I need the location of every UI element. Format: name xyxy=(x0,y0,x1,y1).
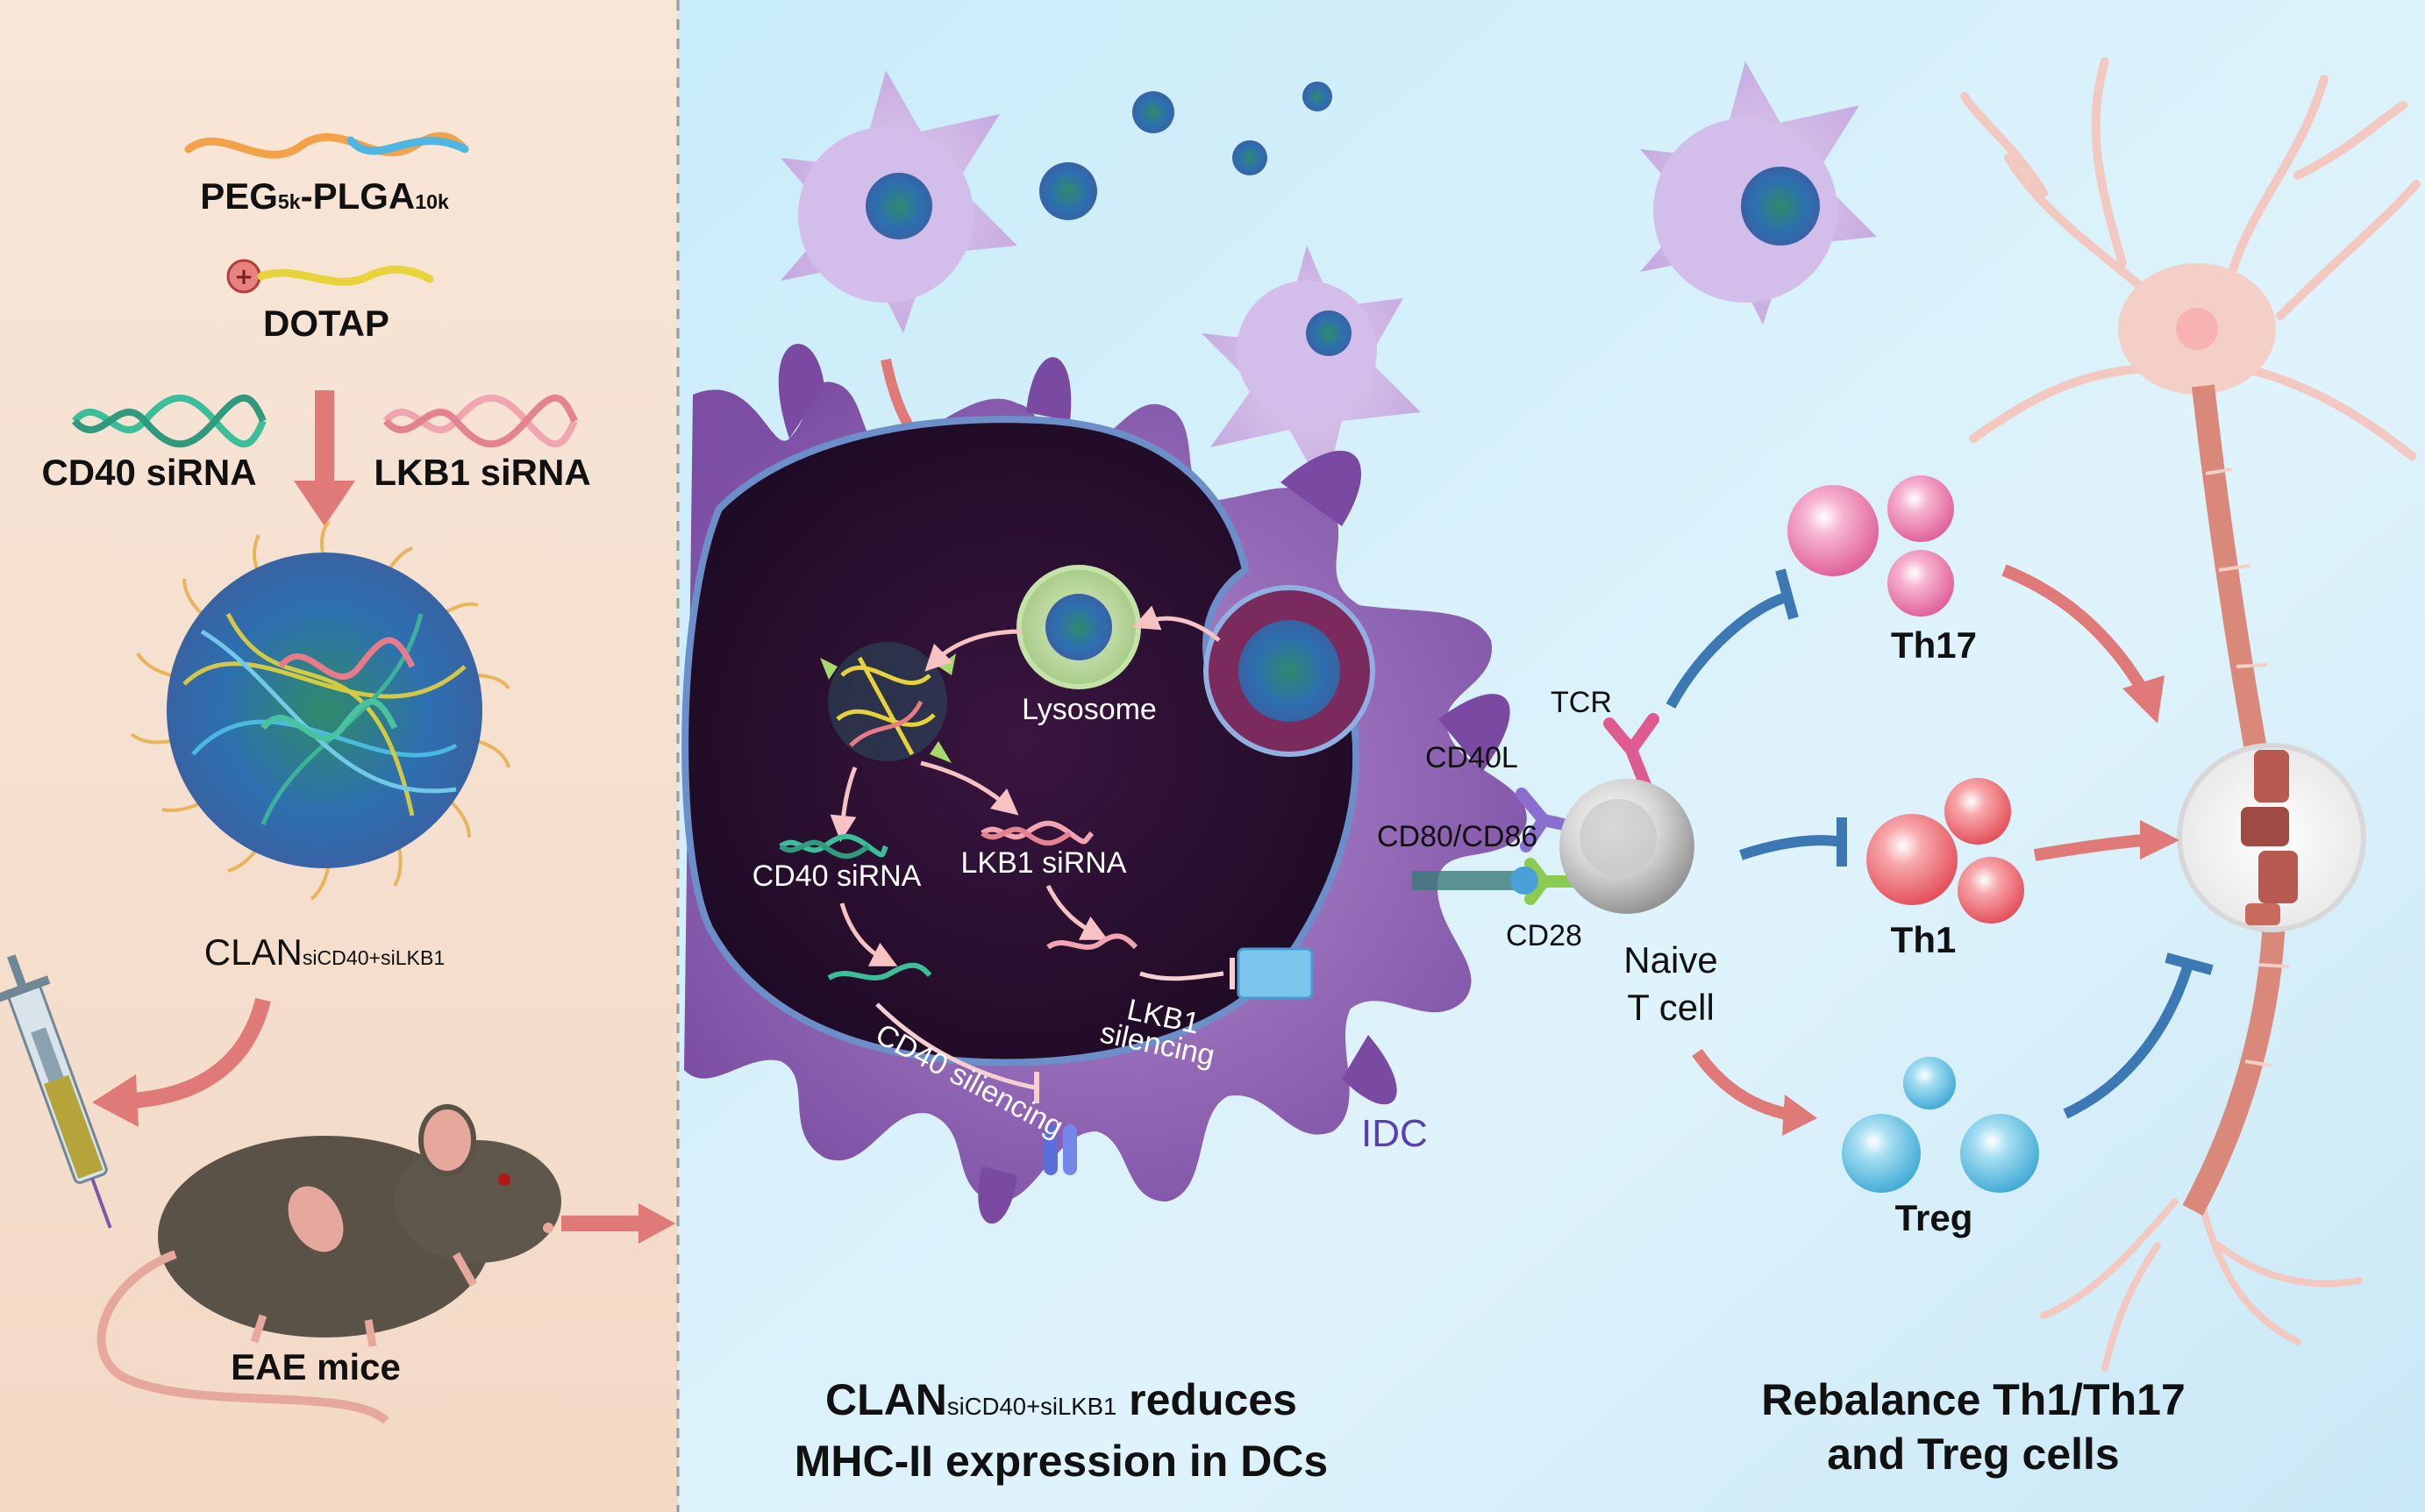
caption-reduces-text: reduces xyxy=(1116,1375,1297,1424)
th1-to-neuron-arrow xyxy=(2033,834,2145,861)
caption-clan-subscript: siCD40+siLKB1 xyxy=(946,1393,1117,1420)
cd40-sirna-to-target-arrow xyxy=(839,902,898,966)
damaged-myelin-icon xyxy=(2241,750,2298,925)
svg-text:+: + xyxy=(234,264,253,290)
lkb1-sirna-to-target-arrow xyxy=(1045,884,1109,940)
small-dc-cell-3 xyxy=(1640,61,1877,325)
dotap-tail xyxy=(257,265,434,286)
peg-text: PEG xyxy=(200,175,278,217)
cd80-cd86-label: CD80/CD86 xyxy=(1377,820,1538,853)
peg-subscript: 5k xyxy=(277,190,301,213)
endosome-to-lysosome-arrow xyxy=(1132,605,1221,642)
lkb1-target-protein-icon xyxy=(1237,947,1314,1000)
right-caption: Rebalance Th1/Th17 and Treg cells xyxy=(1761,1373,2186,1481)
injection-arrow xyxy=(131,997,271,1109)
naive-t-cell-label: Naive T cell xyxy=(1623,937,1717,1031)
th17-cells xyxy=(1787,475,1954,617)
plga-subscript: 10k xyxy=(415,190,449,213)
th1-label: Th1 xyxy=(1890,919,1957,960)
cd40l-label: CD40L xyxy=(1425,741,1518,774)
clan-label: CLANsiCD40+siLKB1 xyxy=(204,931,445,974)
treg-cells xyxy=(1842,1057,2039,1193)
right-caption-line2: and Treg cells xyxy=(1827,1430,2120,1479)
caption-clan-text: CLAN xyxy=(825,1375,947,1424)
cd40-inhibition-line xyxy=(875,1002,1036,1090)
peg-plga-label: PEG5k-PLGA10k xyxy=(200,175,449,218)
middle-caption: CLANsiCD40+siLKB1 reduces MHC-II express… xyxy=(795,1373,1328,1488)
free-nanoparticles xyxy=(1039,82,1332,220)
naive-t-line1: Naive xyxy=(1623,939,1718,981)
neuron-icon xyxy=(1960,57,2421,1372)
clan-text: CLAN xyxy=(203,931,303,973)
t-to-th1-inhibition xyxy=(1739,835,1843,860)
naive-t-line2: T cell xyxy=(1627,987,1715,1028)
lkb1-inhibition-line xyxy=(1139,971,1224,981)
lkb1-sirna-single-strand xyxy=(1046,933,1138,950)
lysosome-to-release-arrow xyxy=(924,629,1023,672)
middle-caption-line1: CLANsiCD40+siLKB1 reduces xyxy=(795,1373,1328,1434)
cd80-cd86-ligand-icon xyxy=(1510,867,1538,895)
cd40-sirna-helix-icon xyxy=(71,394,267,448)
lkb1-sirna-helix-icon xyxy=(382,394,578,448)
treg-to-neuron-inhibition xyxy=(2063,963,2193,1119)
release-to-lkb1-arrow xyxy=(920,760,1019,816)
small-dc-cell-1 xyxy=(781,70,1017,333)
cd40-sirna-label: CD40 siRNA xyxy=(41,452,257,493)
treg-label: Treg xyxy=(1894,1197,1973,1238)
th1-cells xyxy=(1866,778,2024,924)
lysosome-label: Lysosome xyxy=(1022,693,1157,726)
tcr-label: TCR xyxy=(1551,686,1612,719)
cd28-label: CD28 xyxy=(1506,919,1582,952)
eae-mouse-icon xyxy=(96,1104,561,1424)
cd40-sirna-intracellular-label: CD40 siRNA xyxy=(752,859,922,893)
clan-nanoparticle-icon xyxy=(130,520,510,901)
lkb1-sirna-label: LKB1 siRNA xyxy=(374,452,591,493)
clan-subscript: siCD40+siLKB1 xyxy=(302,946,446,969)
lkb1-sirna-intracellular-label: LKB1 siRNA xyxy=(960,846,1127,880)
th17-label: Th17 xyxy=(1890,624,1978,666)
t-to-th17-inhibition xyxy=(1665,591,1791,709)
peg-plga-polymer xyxy=(184,132,469,159)
small-dc-cell-2 xyxy=(1202,246,1421,491)
nucleus xyxy=(681,416,1360,1066)
plga-text: -PLGA xyxy=(300,175,416,217)
mhc-ii-receptor-icon xyxy=(1044,1124,1077,1175)
eae-mice-label: EAE mice xyxy=(231,1346,401,1387)
cd40-sirna-single-strand xyxy=(827,962,932,981)
right-caption-line1: Rebalance Th1/Th17 xyxy=(1761,1375,2186,1424)
t-to-treg-arrow xyxy=(1692,1048,1795,1122)
th17-to-neuron-arrow xyxy=(2001,564,2150,696)
idc-label: IDC xyxy=(1361,1112,1428,1155)
dotap-label: DOTAP xyxy=(263,303,389,344)
syringe-icon xyxy=(0,954,112,1229)
middle-caption-line2: MHC-II expression in DCs xyxy=(794,1437,1329,1486)
immune-synapse-bridge xyxy=(1412,871,1544,890)
release-to-cd40-arrow xyxy=(830,767,858,842)
